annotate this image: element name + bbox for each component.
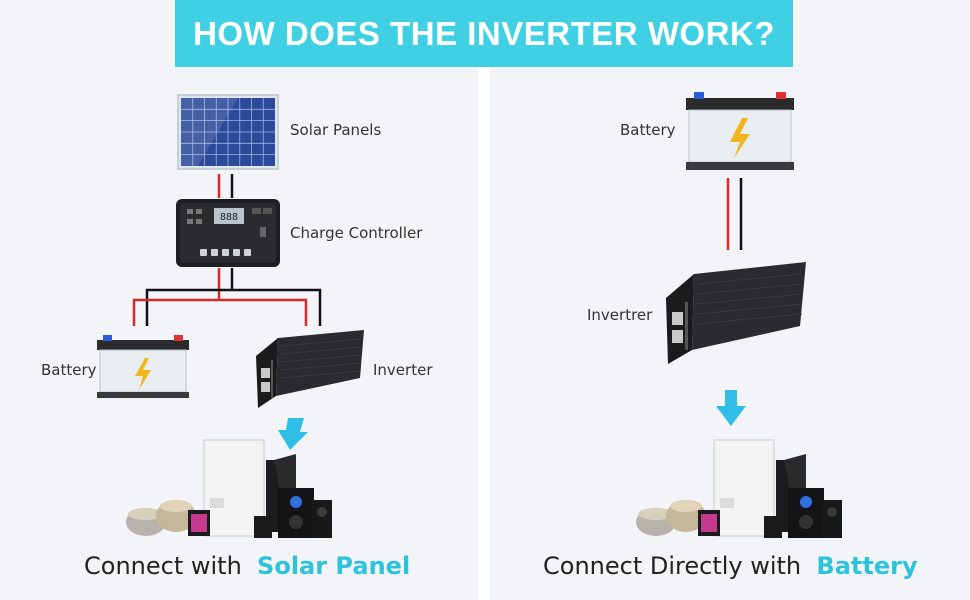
title-banner: HOW DOES THE INVERTER WORK? (175, 0, 793, 67)
inverter-icon (256, 330, 364, 408)
battery-icon (97, 335, 189, 398)
right-caption-highlight: Battery (816, 552, 918, 580)
left-caption-highlight: Solar Panel (257, 552, 411, 580)
inverter-label-left: Inverter (373, 361, 433, 379)
left-caption: Connect with Solar Panel (84, 552, 410, 580)
page-title: HOW DOES THE INVERTER WORK? (193, 14, 775, 52)
right-caption: Connect Directly with Battery (543, 552, 918, 580)
battery-label-right: Battery (620, 121, 676, 139)
solar-panel-icon (177, 94, 279, 170)
down-arrow-icon-right (716, 390, 746, 426)
battery-icon-right (686, 92, 794, 170)
inverter-label-right: Invertrer (587, 306, 653, 324)
left-caption-prefix: Connect with (84, 552, 242, 580)
right-caption-prefix: Connect Directly with (543, 552, 802, 580)
right-wires (726, 178, 743, 250)
down-arrow-icon (278, 418, 308, 450)
appliances-icon (126, 439, 332, 538)
solar-panels-label: Solar Panels (290, 121, 382, 139)
charge-controller-label: Charge Controller (290, 224, 423, 242)
svg-text:888: 888 (220, 212, 238, 223)
battery-label-left: Battery (41, 361, 97, 379)
charge-controller-icon: 888 (176, 199, 280, 267)
left-wires (132, 174, 322, 326)
inverter-icon-right (666, 262, 806, 364)
appliances-icon-right (636, 439, 842, 538)
